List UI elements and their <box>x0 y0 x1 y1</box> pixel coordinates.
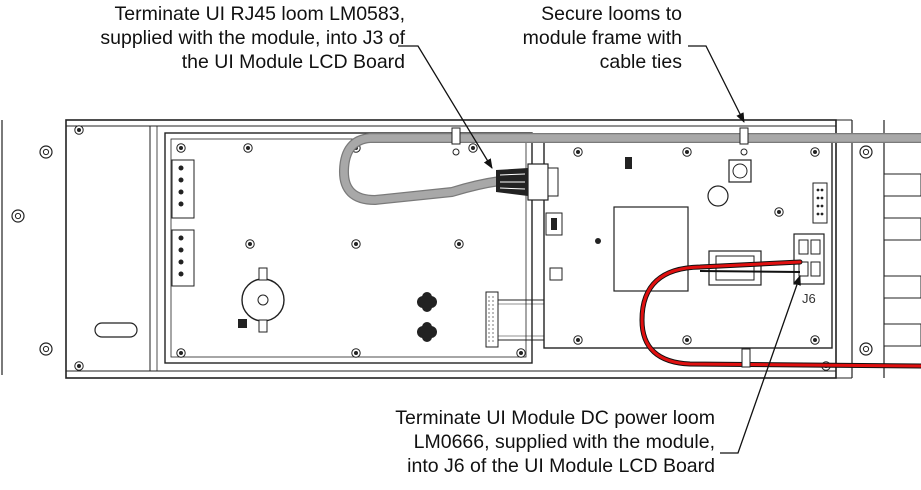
small-component <box>238 319 247 328</box>
cable-ties-callout-line-3: cable ties <box>599 51 682 73</box>
mount-screw-icon <box>11 209 25 223</box>
cable-ties-callout: Secure looms to module frame with cable … <box>470 2 682 74</box>
cable-tie-icon <box>451 127 461 156</box>
rj45-callout: Terminate UI RJ45 loom LM0583, supplied … <box>0 2 405 74</box>
mount-screw-icon <box>859 342 873 356</box>
clover-component-icon <box>417 322 437 342</box>
frame-screw-icon <box>74 125 84 135</box>
rj45-callout-line-3: the UI Module LCD Board <box>181 51 405 73</box>
cable-tie-icon <box>741 348 751 368</box>
rj45-leader-line <box>398 45 493 169</box>
clover-component-icon <box>417 292 437 312</box>
dc-power-callout-line-2: LM0666, supplied with the module, <box>413 431 715 453</box>
dc-power-callout-line-1: Terminate UI Module DC power loom <box>395 407 715 429</box>
lcd-module-board <box>543 135 833 349</box>
frame-slot <box>94 322 138 338</box>
dc-power-leader-line <box>720 275 801 454</box>
rj45-loom <box>339 133 921 205</box>
cable-ties-callout-line-2: module frame with <box>522 27 682 49</box>
buzzer-icon <box>241 267 285 333</box>
mount-screw-icon <box>859 145 873 159</box>
mount-screw-icon <box>39 342 53 356</box>
rj45-callout-line-1: Terminate UI RJ45 loom LM0583, <box>114 3 405 25</box>
j6-connector <box>793 233 825 285</box>
j6-label: J6 <box>802 291 816 306</box>
dc-power-loom <box>639 259 921 369</box>
cable-ties-leader-line <box>688 45 745 123</box>
rj45-callout-line-2: supplied with the module, into J3 of <box>100 27 405 49</box>
dc-power-callout: Terminate UI Module DC power loom LM0666… <box>250 406 715 478</box>
cable-ties-callout-line-1: Secure looms to <box>541 3 682 25</box>
dc-power-callout-line-3: into J6 of the UI Module LCD Board <box>407 455 715 477</box>
mount-screw-icon <box>39 145 53 159</box>
frame-screw-icon <box>74 361 84 371</box>
cable-tie-icon <box>739 127 749 156</box>
right-side-panel <box>883 120 921 378</box>
